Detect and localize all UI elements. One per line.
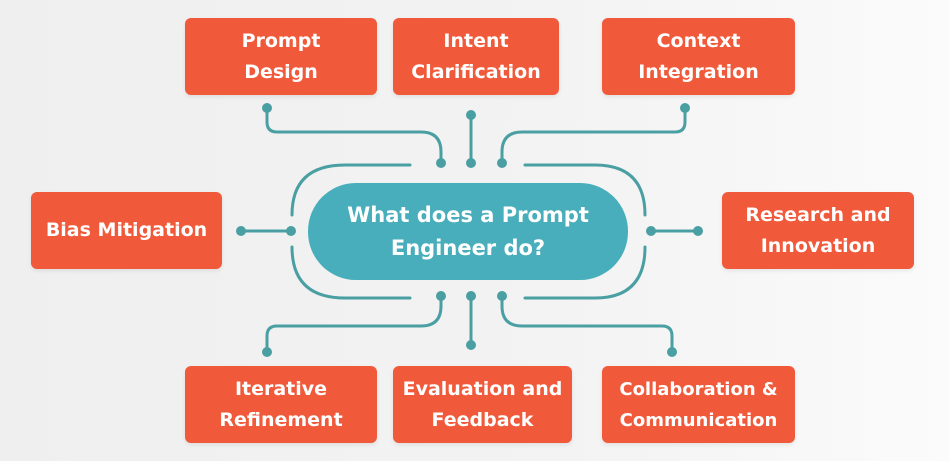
role-prompt-design: Prompt Design [185, 18, 377, 95]
outer-arc-top-left [290, 163, 412, 217]
connector-iterative-refinement [265, 294, 443, 354]
outer-arc-bottom-left [290, 245, 412, 300]
role-collaboration-communication: Collaboration & Communication [602, 366, 795, 443]
connector-dots [236, 103, 703, 357]
role-context-integration: Context Integration [602, 18, 795, 95]
role-intent-clarification: Intent Clarification [393, 18, 559, 95]
role-evaluation-feedback: Evaluation and Feedback [393, 366, 572, 443]
role-research-innovation: Research and Innovation [722, 192, 914, 269]
connector-collaboration [500, 294, 674, 354]
outer-arc-top-right [523, 163, 647, 217]
outer-arc-bottom-right [523, 245, 647, 300]
role-iterative-refinement: Iterative Refinement [185, 366, 377, 443]
connector-context-integration [500, 106, 687, 165]
central-question: What does a Prompt Engineer do? [308, 183, 628, 280]
connector-prompt-design [265, 106, 443, 165]
role-bias-mitigation: Bias Mitigation [31, 192, 222, 269]
